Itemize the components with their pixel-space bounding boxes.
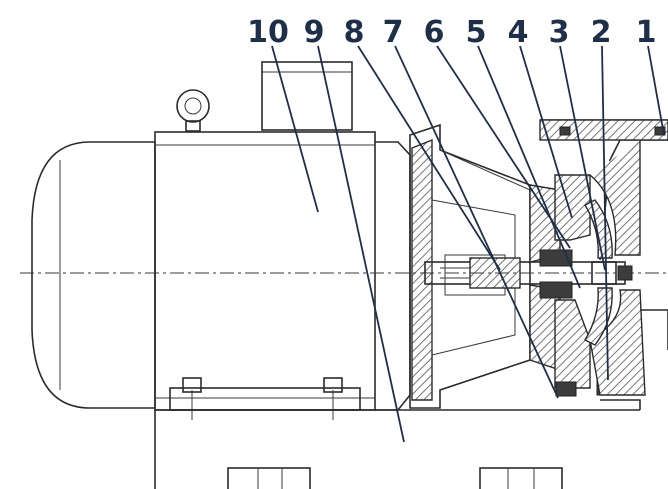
pump-casing	[539, 119, 668, 410]
callout-6: 6	[424, 15, 445, 50]
leader-9	[317, 45, 405, 443]
callout-10: 10	[247, 15, 289, 50]
motor-end-cap	[31, 141, 156, 409]
mechanical-seal-area	[529, 174, 612, 397]
motor-body	[154, 131, 376, 411]
leader-5	[477, 45, 581, 289]
leader-8	[357, 45, 501, 271]
callout-8: 8	[344, 15, 365, 50]
leader-3	[559, 45, 606, 271]
base-frame	[154, 409, 640, 489]
callout-labels: 10 9 8 7 6 5 4 3 2 1	[247, 15, 656, 50]
leader-7	[394, 45, 559, 399]
eye-bolt	[176, 89, 210, 132]
callout-7: 7	[383, 15, 404, 50]
leader-1	[647, 45, 665, 136]
motor	[31, 61, 411, 420]
leader-10	[271, 45, 319, 213]
leader-6	[436, 45, 571, 249]
terminal-box	[261, 61, 353, 131]
callout-5: 5	[466, 15, 487, 50]
leader-4	[519, 45, 573, 219]
leader-lines	[271, 45, 665, 443]
callout-2: 2	[591, 15, 612, 50]
leader-2	[601, 45, 609, 381]
callout-3: 3	[549, 15, 570, 50]
callout-9: 9	[304, 15, 325, 50]
callout-1: 1	[636, 15, 657, 50]
callout-4: 4	[508, 15, 529, 50]
